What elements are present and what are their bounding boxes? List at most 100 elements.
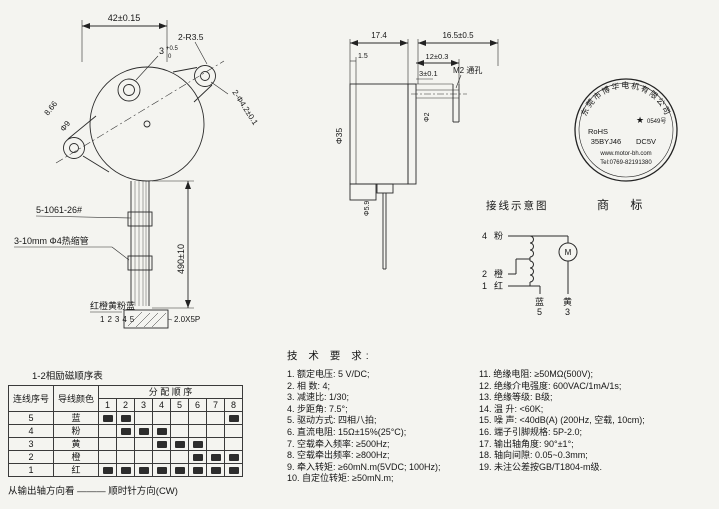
stamp-rohs: RoHS [588, 127, 608, 136]
stamp-telephone: Tel:0769-82191380 [600, 160, 652, 166]
energized-mark [120, 414, 131, 422]
step-cell [224, 411, 243, 425]
step-cell [98, 450, 117, 464]
step-cell [98, 437, 117, 451]
step-cell [188, 437, 207, 451]
pin4-color: 粉 [494, 230, 503, 241]
step-header: 7 [206, 398, 225, 412]
step-cell [116, 463, 135, 477]
dim-body-dia-label: Φ35 [334, 128, 344, 145]
tech-requirement-line: 8. 空载牵出频率: ≥800Hz; [287, 450, 390, 461]
front-view-geometry [14, 20, 229, 329]
col-header-sequence: 分 配 顺 序 [98, 385, 243, 399]
energized-mark [192, 466, 203, 474]
step-cell [170, 450, 189, 464]
dim-depth-label: 17.4 [371, 31, 387, 40]
front-view-drawing: 42±0.15 3 +0.5 0 2-R3.5 2-Φ4.2±0.1 8.66 … [14, 13, 260, 329]
wire-color-cell: 红 [53, 463, 99, 477]
step-cell [224, 450, 243, 464]
wire-colors-label: 红橙黄粉蓝 [90, 300, 135, 311]
tech-requirement-line: 2. 相 数: 4; [287, 380, 331, 391]
pin2-number: 2 [482, 269, 487, 279]
step-cell [152, 463, 171, 477]
wiring-diagram: 4 粉 2 橙 1 红 M 蓝 黄 5 3 [482, 230, 578, 317]
step-cell [188, 450, 207, 464]
dim-boss-label: 3 [159, 46, 164, 56]
step-cell [152, 450, 171, 464]
energized-mark [210, 466, 221, 474]
dim-shaft-dia-label: Φ9 [58, 119, 72, 134]
tech-requirement-line: 18. 轴向间隙: 0.05~0.3mm; [479, 450, 588, 461]
energized-mark [120, 427, 131, 435]
wire-number-cell: 2 [8, 450, 54, 464]
dim-lip-label: 1.5 [358, 53, 368, 60]
tech-requirement-line: 7. 空载牵入频率: ≥500Hz; [287, 438, 390, 449]
step-cell [188, 424, 207, 438]
dim-boss-tol-upper: +0.5 [166, 46, 179, 52]
energized-mark [174, 440, 185, 448]
dim-hole-depth-label: 3±0.1 [419, 69, 438, 78]
step-header: 5 [170, 398, 189, 412]
step-header: 6 [188, 398, 207, 412]
pin2-color: 橙 [494, 268, 503, 279]
step-header: 4 [152, 398, 171, 412]
step-cell [152, 437, 171, 451]
energized-mark [156, 466, 167, 474]
step-cell [170, 463, 189, 477]
energized-mark [228, 466, 239, 474]
step-cell [206, 411, 225, 425]
energized-mark [228, 453, 239, 461]
step-header: 3 [134, 398, 153, 412]
step-cell [188, 463, 207, 477]
m2-hole-label: M2 通孔 [453, 65, 482, 75]
dim-boss-tol-lower: 0 [168, 54, 172, 60]
tech-requirements-columns: 1. 额定电压: 5 V/DC;2. 相 数: 4;3. 减速比: 1/30;4… [287, 369, 717, 485]
step-cell [116, 450, 135, 464]
wire-color-cell: 橙 [53, 450, 99, 464]
tech-requirement-line: 5. 驱动方式: 四相八拍; [287, 415, 377, 426]
wire-number-cell: 1 [8, 463, 54, 477]
motor-symbol: M [565, 248, 572, 257]
wire-spec-label: 5-1061-26# [36, 205, 82, 215]
step-cell [152, 424, 171, 438]
tech-requirement-line: 15. 噪 声: <40dB(A) (200Hz, 空载, 10cm); [479, 415, 645, 426]
step-cell [152, 411, 171, 425]
step-cell [98, 463, 117, 477]
energized-mark [120, 466, 131, 474]
energized-mark [138, 427, 149, 435]
rotation-direction-note: 从输出轴方向看 ——— 顺时针方向(CW) [8, 486, 178, 497]
step-cell [170, 424, 189, 438]
stamp-company-arc: 东莞市博华电机有限公司 [579, 80, 673, 117]
energized-mark [210, 453, 221, 461]
wiring-geometry [508, 235, 578, 294]
dim-mount-holes-label: 2-Φ4.2±0.1 [230, 88, 260, 127]
step-cell [224, 424, 243, 438]
step-cell [224, 437, 243, 451]
stamp-voltage: DC5V [636, 137, 656, 146]
tech-requirement-line: 17. 输出轴角度: 90°±1°; [479, 438, 574, 449]
step-cell [134, 437, 153, 451]
step-cell [206, 437, 225, 451]
col-header-wire-number: 连线序号 [8, 385, 54, 412]
side-view-labels: 17.4 16.5±0.5 1.5 12±0.3 3±0.1 M2 通孔 Φ35… [334, 31, 482, 216]
side-view-geometry [349, 39, 499, 270]
step-header: 1 [98, 398, 117, 412]
wire-color-cell: 黄 [53, 437, 99, 451]
side-view-drawing: 17.4 16.5±0.5 1.5 12±0.3 3±0.1 M2 通孔 Φ35… [334, 31, 499, 270]
col-header-wire-color: 导线颜色 [53, 385, 99, 412]
tech-requirement-line: 13. 绝缘等级: B级; [479, 392, 553, 403]
step-cell [116, 411, 135, 425]
stamp-website: www.motor-bh.com [599, 151, 651, 157]
wire-number-cell: 3 [8, 437, 54, 451]
dim-lead-length-label: 490±10 [176, 244, 186, 274]
step-cell [170, 411, 189, 425]
bottom-pin3-color: 黄 [563, 296, 572, 307]
phase-table-title: 1-2相励磁顺序表 [32, 371, 103, 382]
